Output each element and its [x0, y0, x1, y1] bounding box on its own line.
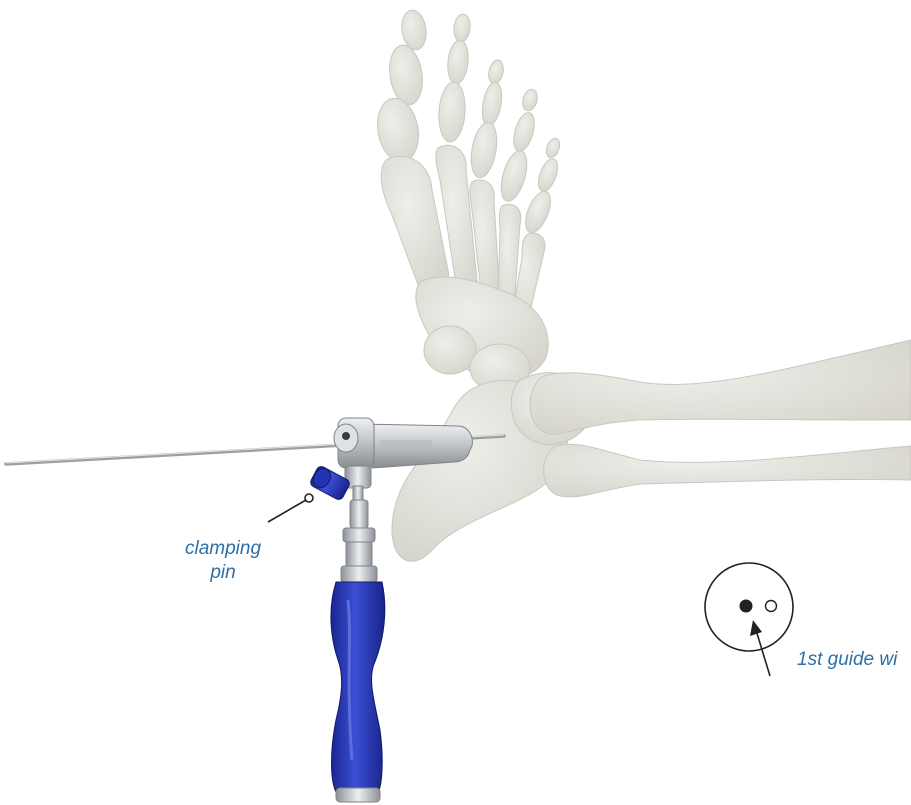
filled-hole-icon	[740, 600, 753, 613]
clamping-pin-label-line2: pin	[168, 561, 278, 585]
handle	[331, 500, 385, 802]
fibula	[544, 444, 911, 497]
guide-wire-label: 1st guide wi	[797, 648, 897, 672]
empty-hole-icon	[766, 601, 777, 612]
clamping-pin-leader	[268, 494, 313, 522]
foot-skeleton	[373, 9, 911, 562]
tibia	[530, 340, 911, 434]
clamping-pin-label: clamping pin	[168, 537, 278, 585]
clamping-pin-label-line1: clamping	[168, 537, 278, 561]
handle-grip	[331, 582, 385, 792]
hole-position-indicator	[705, 563, 793, 676]
